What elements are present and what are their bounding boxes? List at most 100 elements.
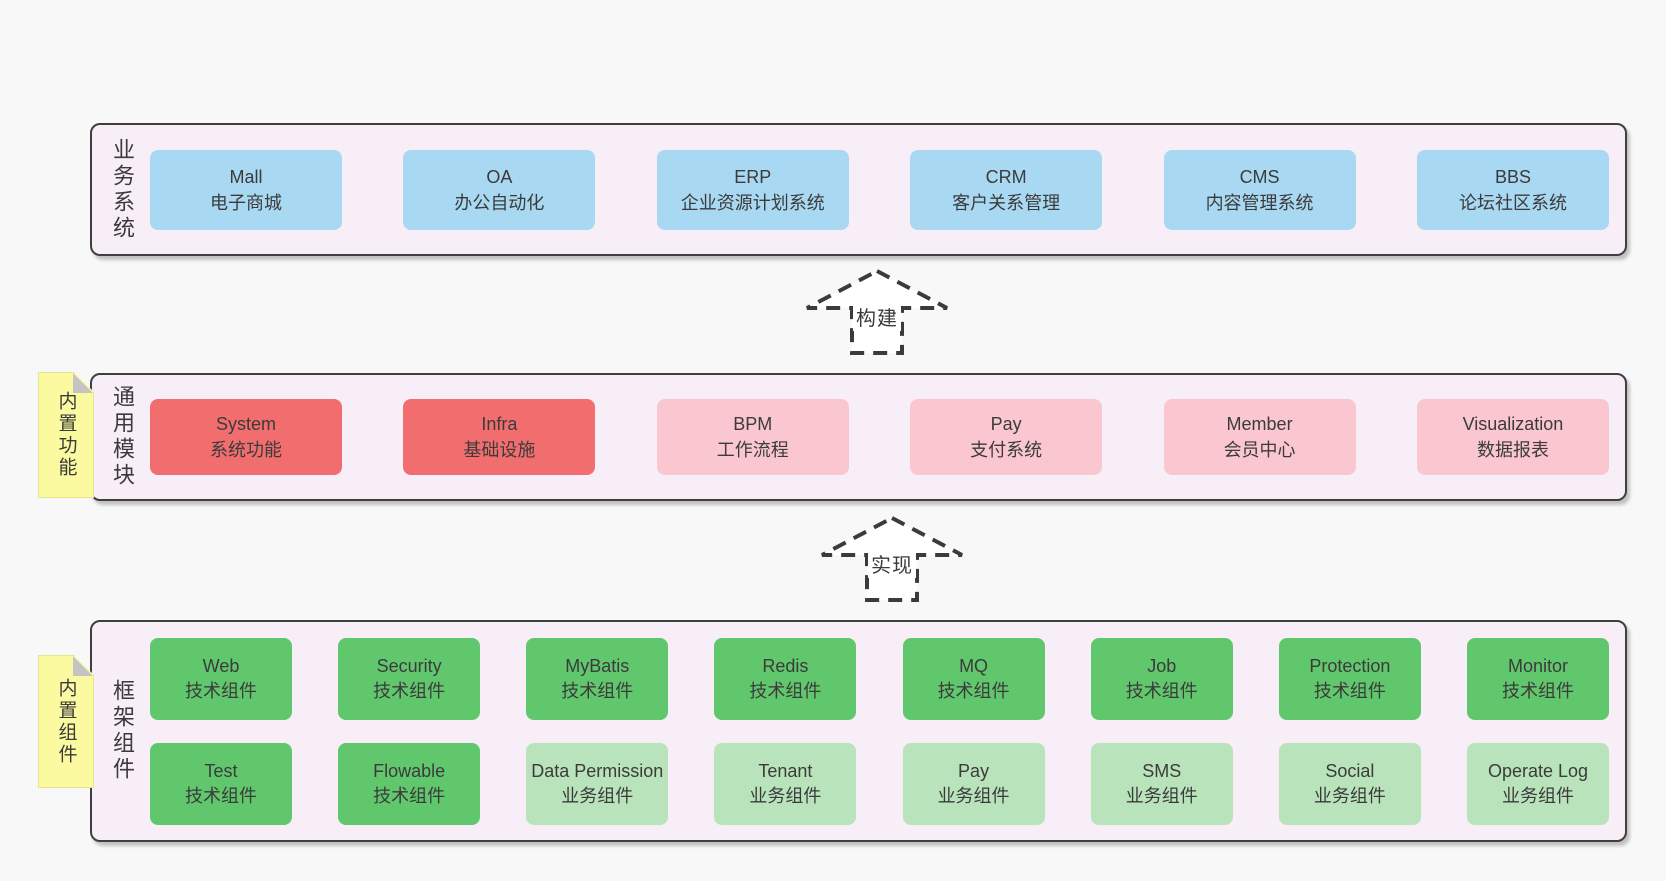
arrow-implement-label: 实现 [868, 549, 916, 578]
box-job: Job 技术组件 [1090, 637, 1233, 720]
box-title: Protection [1309, 655, 1391, 676]
box-title: ERP [734, 166, 772, 187]
box-title: Mall [229, 166, 263, 187]
box-erp: ERP 企业资源计划系统 [656, 149, 849, 230]
box-subtitle: 电子商城 [210, 192, 282, 213]
box-redis: Redis 技术组件 [714, 637, 857, 720]
box-subtitle: 业务组件 [561, 785, 634, 806]
band-common-modules: 通用模块 System 系统功能 Infra 基础设施 BPM 工作流程 Pay… [90, 373, 1627, 501]
box-subtitle: 内容管理系统 [1205, 192, 1314, 213]
box-title: Web [202, 655, 240, 676]
band-common-modules-label: 通用模块 [110, 385, 135, 489]
box-social: Social 业务组件 [1278, 742, 1421, 825]
box-subtitle: 技术组件 [749, 680, 822, 701]
box-tenant: Tenant 业务组件 [714, 742, 857, 825]
box-subtitle: 办公自动化 [454, 192, 545, 213]
box-title: Flowable [373, 760, 446, 781]
box-subtitle: 技术组件 [373, 680, 446, 701]
box-title: CMS [1239, 166, 1280, 187]
common-modules-boxes: System 系统功能 Infra 基础设施 BPM 工作流程 Pay 支付系统… [140, 399, 1625, 475]
box-member: Member 会员中心 [1163, 399, 1356, 475]
box-data-permission: Data Permission 业务组件 [526, 742, 669, 825]
sticky-note-built-in-features: 内置功能 [38, 372, 94, 498]
box-crm: CRM 客户关系管理 [910, 149, 1103, 230]
box-title: MyBatis [565, 655, 630, 676]
box-subtitle: 业务组件 [1501, 785, 1574, 806]
box-subtitle: 业务组件 [937, 785, 1010, 806]
box-title: Member [1226, 414, 1293, 434]
box-operate-log: Operate Log 业务组件 [1466, 742, 1609, 825]
box-subtitle: 技术组件 [1125, 680, 1198, 701]
box-title: BBS [1494, 166, 1531, 187]
box-title: Job [1147, 655, 1177, 676]
sticky-note-text: 内置功能 [55, 391, 77, 479]
box-subtitle: 技术组件 [1313, 680, 1386, 701]
box-flowable: Flowable 技术组件 [338, 742, 481, 825]
box-subtitle: 客户关系管理 [952, 192, 1061, 213]
box-mybatis: MyBatis 技术组件 [526, 637, 669, 720]
box-title: OA [486, 166, 513, 187]
box-oa: OA 办公自动化 [403, 149, 596, 230]
box-title: Social [1325, 760, 1375, 781]
box-title: Pay [958, 760, 990, 781]
box-title: Pay [990, 414, 1022, 434]
box-title: CRM [985, 166, 1027, 187]
box-subtitle: 系统功能 [210, 440, 282, 460]
box-title: Data Permission [531, 760, 664, 781]
box-subtitle: 企业资源计划系统 [680, 192, 825, 213]
box-title: Tenant [758, 760, 813, 781]
box-subtitle: 会员中心 [1223, 440, 1296, 460]
framework-components-grid: Web 技术组件 Security 技术组件 MyBatis 技术组件 Redi… [140, 637, 1625, 825]
box-title: Operate Log [1487, 760, 1589, 781]
box-bbs: BBS 论坛社区系统 [1416, 149, 1609, 230]
box-subtitle: 支付系统 [970, 440, 1043, 460]
box-web: Web 技术组件 [150, 637, 292, 720]
box-subtitle: 技术组件 [1501, 680, 1574, 701]
box-visualization: Visualization 数据报表 [1416, 399, 1609, 475]
box-title: Redis [762, 655, 809, 676]
box-subtitle: 业务组件 [749, 785, 822, 806]
box-subtitle: 工作流程 [716, 440, 789, 460]
arrow-implement: 实现 [817, 513, 967, 605]
sticky-note-built-in-components: 内置组件 [38, 655, 94, 788]
band-business-systems-label: 业务系统 [110, 137, 135, 242]
box-sms: SMS 业务组件 [1090, 742, 1233, 825]
box-title: Infra [481, 414, 518, 434]
sticky-note-text: 内置组件 [55, 677, 77, 766]
box-mall: Mall 电子商城 [150, 149, 342, 230]
box-subtitle: 技术组件 [937, 680, 1010, 701]
box-monitor: Monitor 技术组件 [1466, 637, 1609, 720]
arrow-build-label: 构建 [853, 302, 901, 331]
arrow-build: 构建 [802, 266, 952, 358]
box-system: System 系统功能 [150, 399, 342, 475]
band-framework-components-label: 框架组件 [110, 679, 135, 783]
box-title: MQ [959, 655, 989, 676]
box-subtitle: 数据报表 [1476, 440, 1549, 460]
box-subtitle: 技术组件 [561, 680, 634, 701]
box-protection: Protection 技术组件 [1278, 637, 1421, 720]
framework-components-row-2: Test 技术组件 Flowable 技术组件 Data Permission … [150, 742, 1609, 825]
box-subtitle: 业务组件 [1125, 785, 1198, 806]
box-title: SMS [1142, 760, 1182, 781]
box-title: System [215, 414, 276, 434]
box-pay-component: Pay 业务组件 [902, 742, 1045, 825]
box-subtitle: 技术组件 [373, 785, 446, 806]
band-business-systems: 业务系统 Mall 电子商城 OA 办公自动化 ERP 企业资源计划系统 CRM… [90, 123, 1627, 256]
box-mq: MQ 技术组件 [902, 637, 1045, 720]
box-subtitle: 论坛社区系统 [1458, 192, 1567, 213]
box-title: BPM [733, 414, 773, 434]
framework-components-row-1: Web 技术组件 Security 技术组件 MyBatis 技术组件 Redi… [150, 637, 1609, 720]
box-title: Security [376, 655, 442, 676]
band-framework-components: 框架组件 Web 技术组件 Security 技术组件 MyBatis 技术组件… [90, 620, 1627, 842]
box-title: Monitor [1507, 655, 1568, 676]
box-title: Visualization [1462, 414, 1564, 434]
box-title: Test [204, 760, 238, 781]
business-systems-boxes: Mall 电子商城 OA 办公自动化 ERP 企业资源计划系统 CRM 客户关系… [140, 149, 1625, 230]
box-subtitle: 基础设施 [463, 440, 536, 460]
box-infra: Infra 基础设施 [403, 399, 596, 475]
box-subtitle: 技术组件 [185, 785, 257, 806]
box-cms: CMS 内容管理系统 [1163, 149, 1356, 230]
box-security: Security 技术组件 [338, 637, 481, 720]
box-pay-module: Pay 支付系统 [910, 399, 1103, 475]
